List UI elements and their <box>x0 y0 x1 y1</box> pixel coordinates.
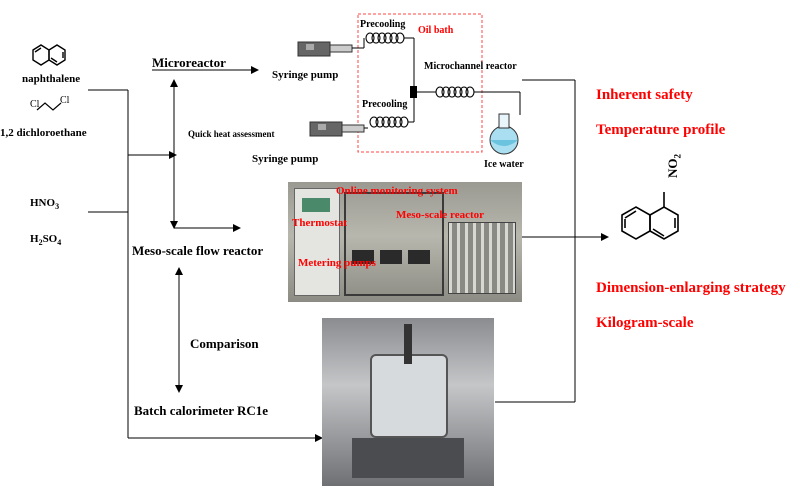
frame <box>344 192 444 296</box>
coil-top <box>365 32 405 44</box>
reactor-rack <box>448 222 516 294</box>
syringe-pump-top-label: Syringe pump <box>272 69 339 81</box>
oil-bath-box <box>357 13 483 153</box>
syringe-pump-bottom-shape <box>309 121 365 137</box>
pump-box-1 <box>352 250 374 264</box>
rc1e-vessel <box>370 354 448 438</box>
h2so4-h: H <box>30 233 39 245</box>
dichloro-cl-top: Cl <box>30 99 40 110</box>
ice-water-flask <box>489 113 519 155</box>
naphthalene-label: naphthalene <box>22 73 81 85</box>
oil-bath-label: Oil bath <box>418 25 454 36</box>
comparison-label: Comparison <box>190 336 259 351</box>
temperature-profile-label: Temperature profile <box>596 122 726 138</box>
dichloroethane-label: 1,2 dichloroethane <box>0 127 87 139</box>
syringe-pump-bottom-label: Syringe pump <box>252 153 319 165</box>
no2-label: NO2 <box>665 154 683 179</box>
ice-water-label: Ice water <box>484 159 524 170</box>
meso-reactor-photo <box>288 182 522 302</box>
dichloro-cl-bottom: Cl <box>60 95 70 106</box>
h2so4-sub2: 4 <box>57 238 62 248</box>
h2so4-so: SO <box>42 233 58 245</box>
metering-pumps-label: Metering pumps <box>298 257 376 269</box>
dimension-strategy-label: Dimension-enlarging strategy <box>596 280 786 296</box>
pump-box-2 <box>380 250 402 264</box>
microreactor-label: Microreactor <box>152 55 226 70</box>
syringe-pump-top-shape <box>297 41 353 57</box>
thermostat-screen <box>302 198 330 212</box>
rc1e-base <box>352 438 464 478</box>
meso-scale-reactor-label: Meso-scale reactor <box>396 209 485 221</box>
nitronaphthalene-structure <box>621 192 679 240</box>
hno3-subscript: 3 <box>55 202 60 212</box>
precooling-bottom-label: Precooling <box>362 99 408 110</box>
output-lines <box>495 79 609 403</box>
rc1e-stirrer <box>404 324 412 364</box>
naphthalene-structure <box>32 44 66 66</box>
kilogram-scale-label: Kilogram-scale <box>596 315 694 331</box>
feed-lines <box>88 89 323 442</box>
quick-heat-label: Quick heat assessment <box>188 129 275 139</box>
hno3-label: HNO3 <box>30 198 59 211</box>
online-monitoring-label: Online monitoring system <box>336 185 458 197</box>
h2so4-label: H2SO4 <box>30 234 61 247</box>
thermostat-label: Thermostat <box>292 217 347 229</box>
hno3-text: HNO <box>30 197 56 209</box>
pump-box-3 <box>408 250 430 264</box>
no2-subscript: 2 <box>672 154 683 159</box>
meso-scale-flow-reactor-label: Meso-scale flow reactor <box>132 243 264 258</box>
tubing <box>352 37 521 129</box>
t-mixer <box>410 86 417 98</box>
dichloroethane-structure <box>36 102 62 111</box>
batch-calorimeter-photo <box>322 318 494 486</box>
h2so4-sub1: 2 <box>38 238 43 248</box>
no2-text: NO <box>665 158 680 179</box>
column-arrows <box>152 66 259 393</box>
inherent-safety-label: Inherent safety <box>596 87 693 103</box>
batch-calorimeter-label: Batch calorimeter RC1e <box>134 403 269 418</box>
coil-bottom <box>369 116 409 128</box>
microchannel-reactor-label: Microchannel reactor <box>424 61 517 72</box>
coil-microchannel <box>435 86 475 98</box>
precooling-top-label: Precooling <box>360 19 406 30</box>
